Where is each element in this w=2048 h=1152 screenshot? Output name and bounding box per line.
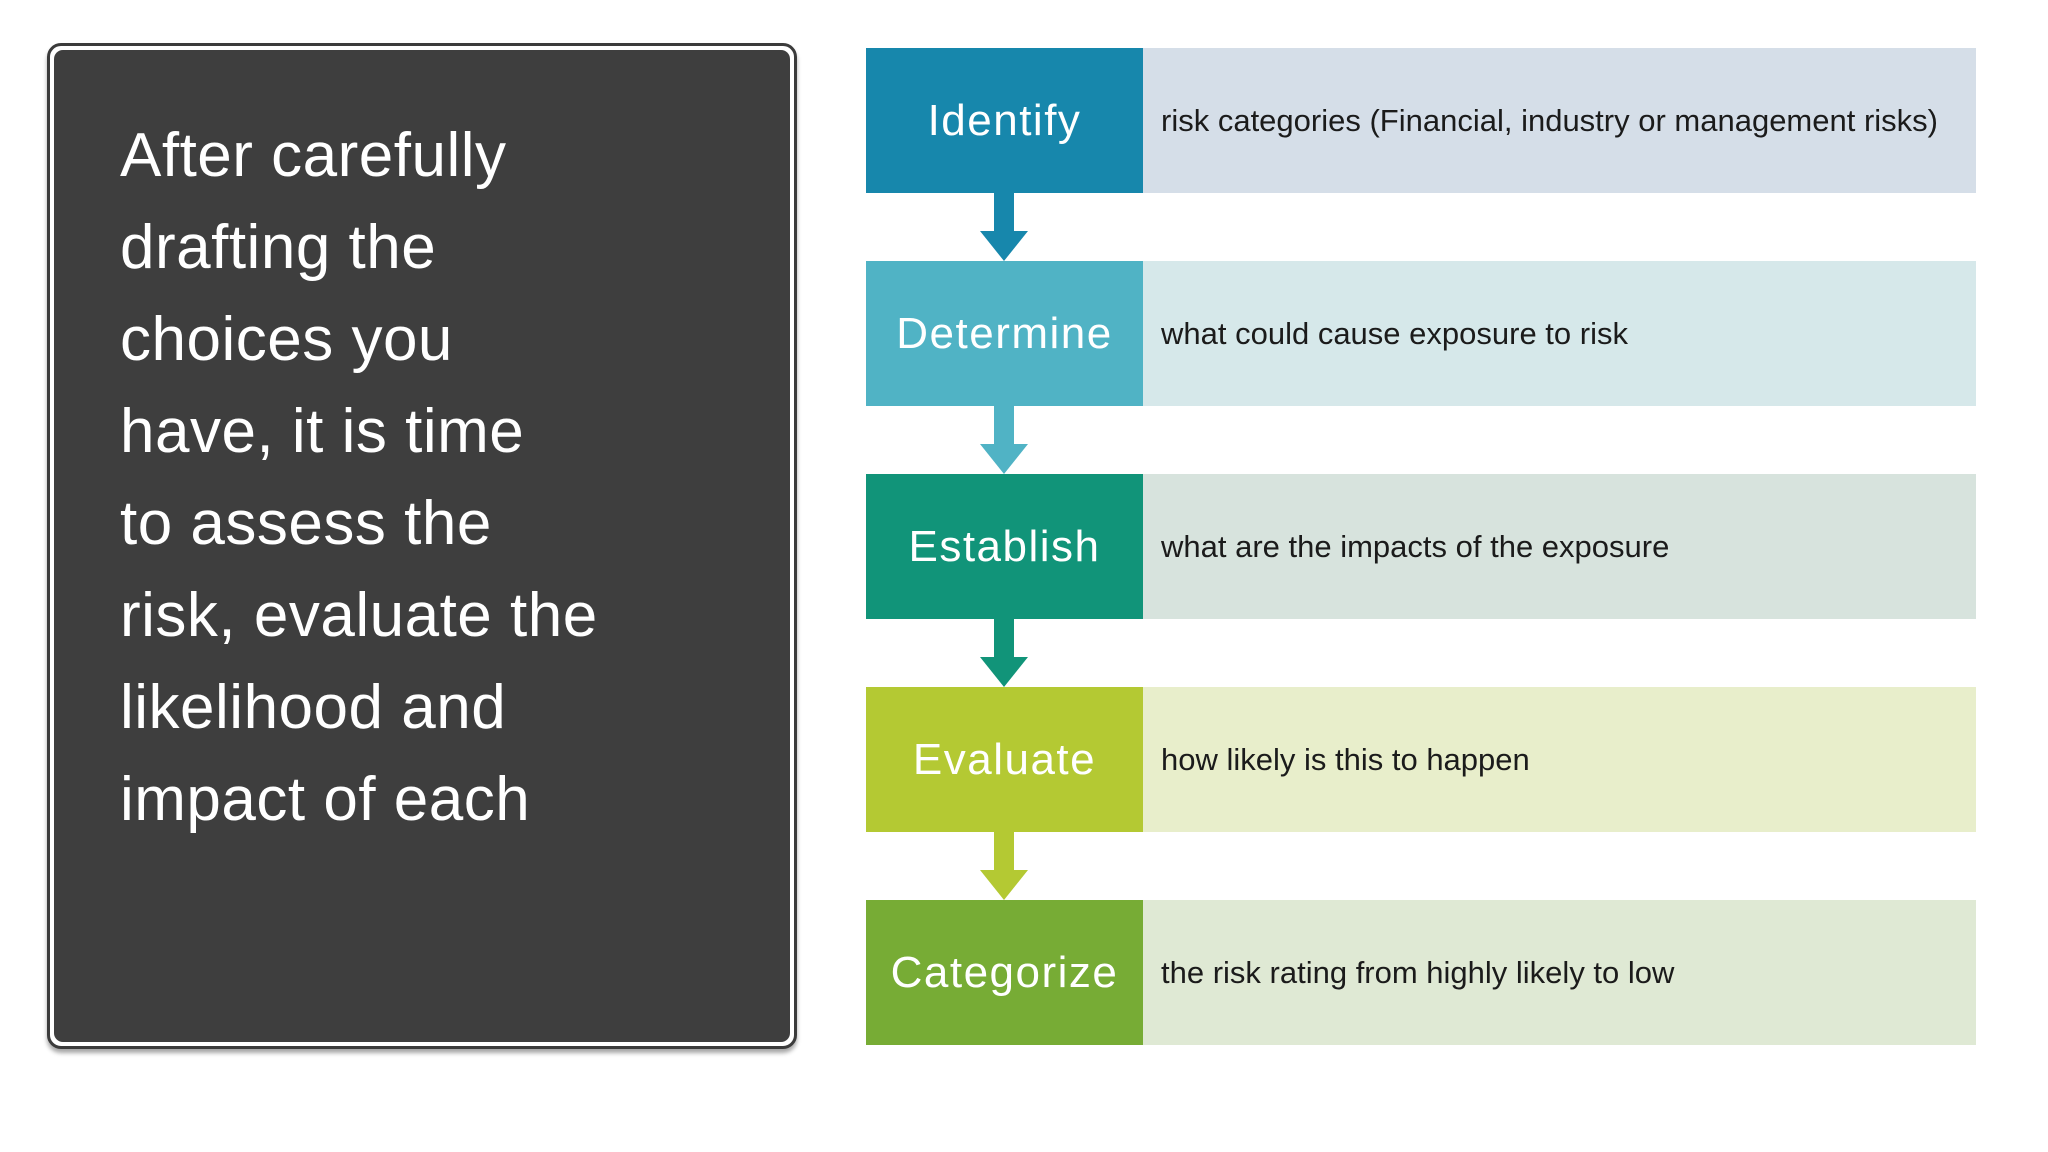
step-label: Categorize [890,947,1119,997]
process-step-categorize: Categorize the risk rating from highly l… [866,900,1976,1045]
process-flow-diagram: Identify risk categories (Financial, ind… [866,48,1976,1045]
down-arrow [954,406,1054,474]
step-description: what could cause exposure to risk [1161,315,1628,351]
quote-panel: After carefully drafting the choices you… [47,43,797,1049]
process-step-determine: Determine what could cause exposure to r… [866,261,1976,406]
step-label-box: Categorize [866,900,1143,1045]
process-step-establish: Establish what are the impacts of the ex… [866,474,1976,619]
arrow-down-icon [980,870,1028,900]
arrow-stem [994,619,1014,659]
arrow-stem [994,406,1014,446]
step-description-box: the risk rating from highly likely to lo… [1143,900,1976,1045]
process-step-evaluate: Evaluate how likely is this to happen [866,687,1976,832]
step-label-box: Establish [866,474,1143,619]
step-description: how likely is this to happen [1161,741,1530,777]
step-label: Identify [927,95,1082,145]
step-description-box: what are the impacts of the exposure [1143,474,1976,619]
step-label: Determine [896,308,1113,358]
step-description: the risk rating from highly likely to lo… [1161,954,1675,990]
arrow-down-icon [980,657,1028,687]
arrow-down-icon [980,444,1028,474]
arrow-stem [994,193,1014,233]
process-step-identify: Identify risk categories (Financial, ind… [866,48,1976,193]
step-description-box: how likely is this to happen [1143,687,1976,832]
step-label: Establish [908,521,1101,571]
step-label: Evaluate [912,734,1097,784]
step-description: risk categories (Financial, industry or … [1161,102,1938,138]
step-description-box: risk categories (Financial, industry or … [1143,48,1976,193]
step-label-box: Identify [866,48,1143,193]
step-description-box: what could cause exposure to risk [1143,261,1976,406]
arrow-down-icon [980,231,1028,261]
arrow-stem [994,832,1014,872]
down-arrow [954,832,1054,900]
down-arrow [954,193,1054,261]
down-arrow [954,619,1054,687]
step-description: what are the impacts of the exposure [1161,528,1670,564]
step-label-box: Determine [866,261,1143,406]
quote-text: After carefully drafting the choices you… [120,121,598,834]
quote-panel-fill: After carefully drafting the choices you… [54,50,790,1042]
step-label-box: Evaluate [866,687,1143,832]
